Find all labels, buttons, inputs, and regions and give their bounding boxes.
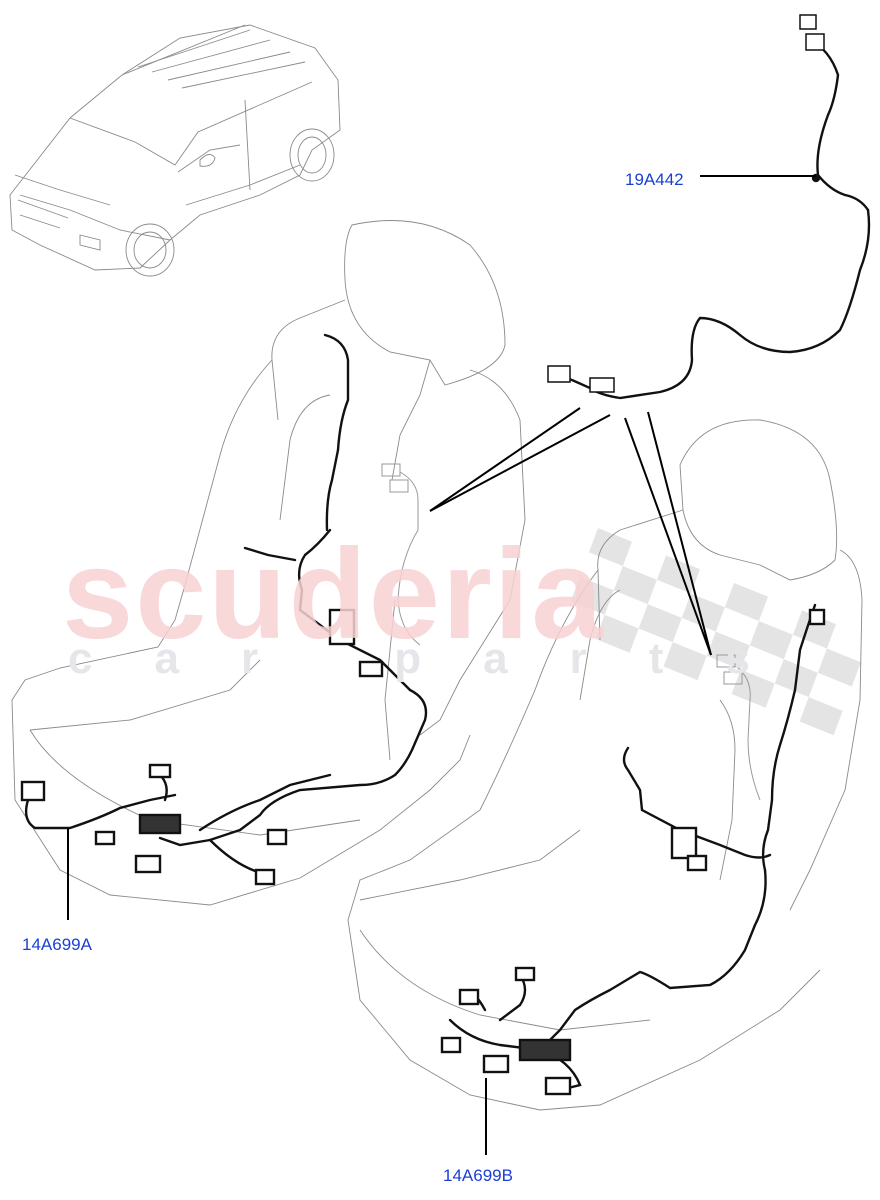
right-seat-outline: [347, 419, 863, 1111]
callout-14A699A[interactable]: 14A699A: [22, 935, 92, 954]
harness-19A442: [547, 14, 871, 400]
right-seat-ghost-connectors: [716, 654, 761, 801]
leader-lines: [67, 175, 816, 1155]
callout-19A442[interactable]: 19A442: [625, 170, 684, 189]
harness-14A699B: [440, 603, 826, 1096]
vehicle-thumbnail: [9, 24, 341, 277]
callout-14A699B[interactable]: 14A699B: [443, 1166, 513, 1185]
checkered-flag-watermark: [570, 528, 861, 736]
harness-14A699A: [20, 333, 428, 886]
left-seat-ghost-connectors: [381, 463, 421, 646]
left-seat-outline: [11, 220, 526, 906]
